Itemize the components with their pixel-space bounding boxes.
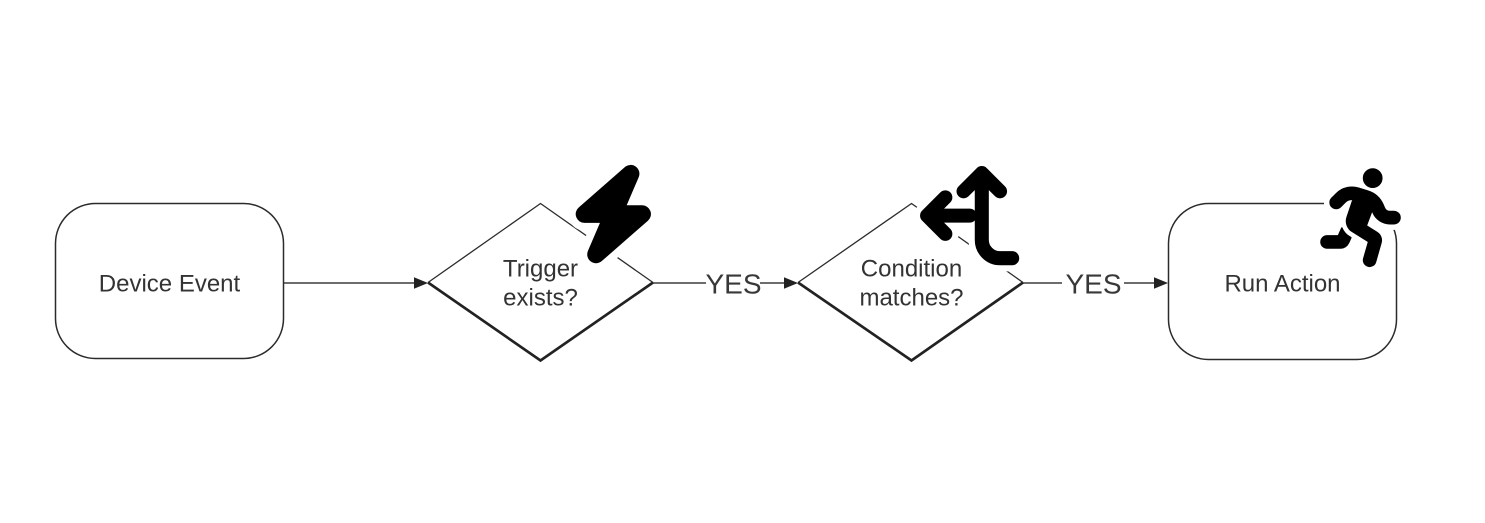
edge-event-to-trigger [283, 277, 428, 289]
arrowhead-icon [414, 277, 428, 289]
person-running-glyph [1320, 168, 1401, 268]
trigger-exists-label-line2: exists? [503, 285, 578, 312]
split-arrows-glyph [920, 166, 1020, 266]
edge-label-yes: YES [705, 269, 761, 300]
run-action-label: Run Action [1224, 271, 1340, 298]
node-trigger-exists: Trigger exists? [427, 202, 654, 363]
edge-trigger-to-condition: YES [653, 269, 798, 300]
trigger-exists-label-line1: Trigger [503, 256, 578, 283]
node-device-event: Device Event [54, 202, 285, 360]
edge-condition-to-action: YES [1023, 269, 1168, 300]
edge-label-yes: YES [1065, 269, 1121, 300]
lightning-bolt-glyph [575, 164, 651, 264]
device-event-shape [54, 202, 285, 360]
person-running-icon [1314, 162, 1407, 273]
device-event-label: Device Event [99, 271, 241, 298]
arrowhead-icon [1154, 277, 1168, 289]
split-arrows-icon [913, 159, 1026, 272]
arrowhead-icon [784, 277, 798, 289]
lightning-bolt-icon [567, 157, 659, 271]
node-condition-matches: Condition matches? [797, 202, 1024, 363]
condition-matches-label-line2: matches? [859, 285, 963, 312]
condition-matches-label-line1: Condition [861, 256, 962, 283]
diamond-bottom-edges [427, 281, 654, 363]
diamond-bottom-edges [797, 281, 1024, 363]
